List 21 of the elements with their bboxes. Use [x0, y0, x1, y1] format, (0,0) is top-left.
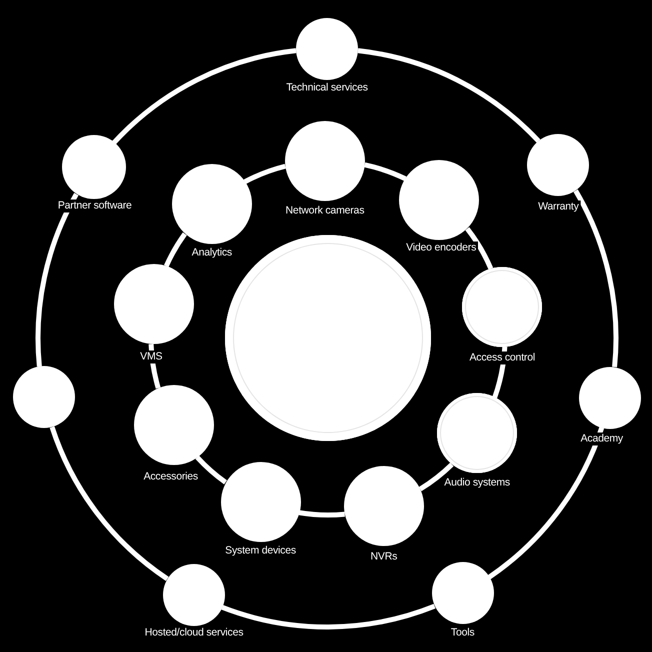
ring-connector	[488, 426, 604, 580]
ring-connector	[573, 190, 618, 368]
node-label: Partner software	[56, 200, 134, 213]
ring-connector	[36, 193, 79, 367]
ring-connector	[195, 456, 228, 484]
ring-connector	[418, 462, 454, 492]
ring-connector	[465, 227, 494, 270]
node-label: Audio systems	[442, 476, 512, 490]
ring-connector	[298, 510, 345, 518]
ring-connector	[112, 48, 296, 144]
ring-connector	[164, 232, 187, 268]
node-label: VMS	[138, 350, 164, 364]
ring-connector	[358, 48, 540, 143]
node-label: Academy	[578, 432, 625, 446]
node-label: System devices	[223, 544, 298, 558]
ring-connector	[244, 164, 286, 184]
node-label: Access control	[468, 351, 537, 364]
ring-connector	[364, 162, 406, 182]
ring-connector	[50, 426, 169, 581]
node-label: Warranty	[536, 200, 581, 214]
ring-connector	[222, 604, 436, 630]
